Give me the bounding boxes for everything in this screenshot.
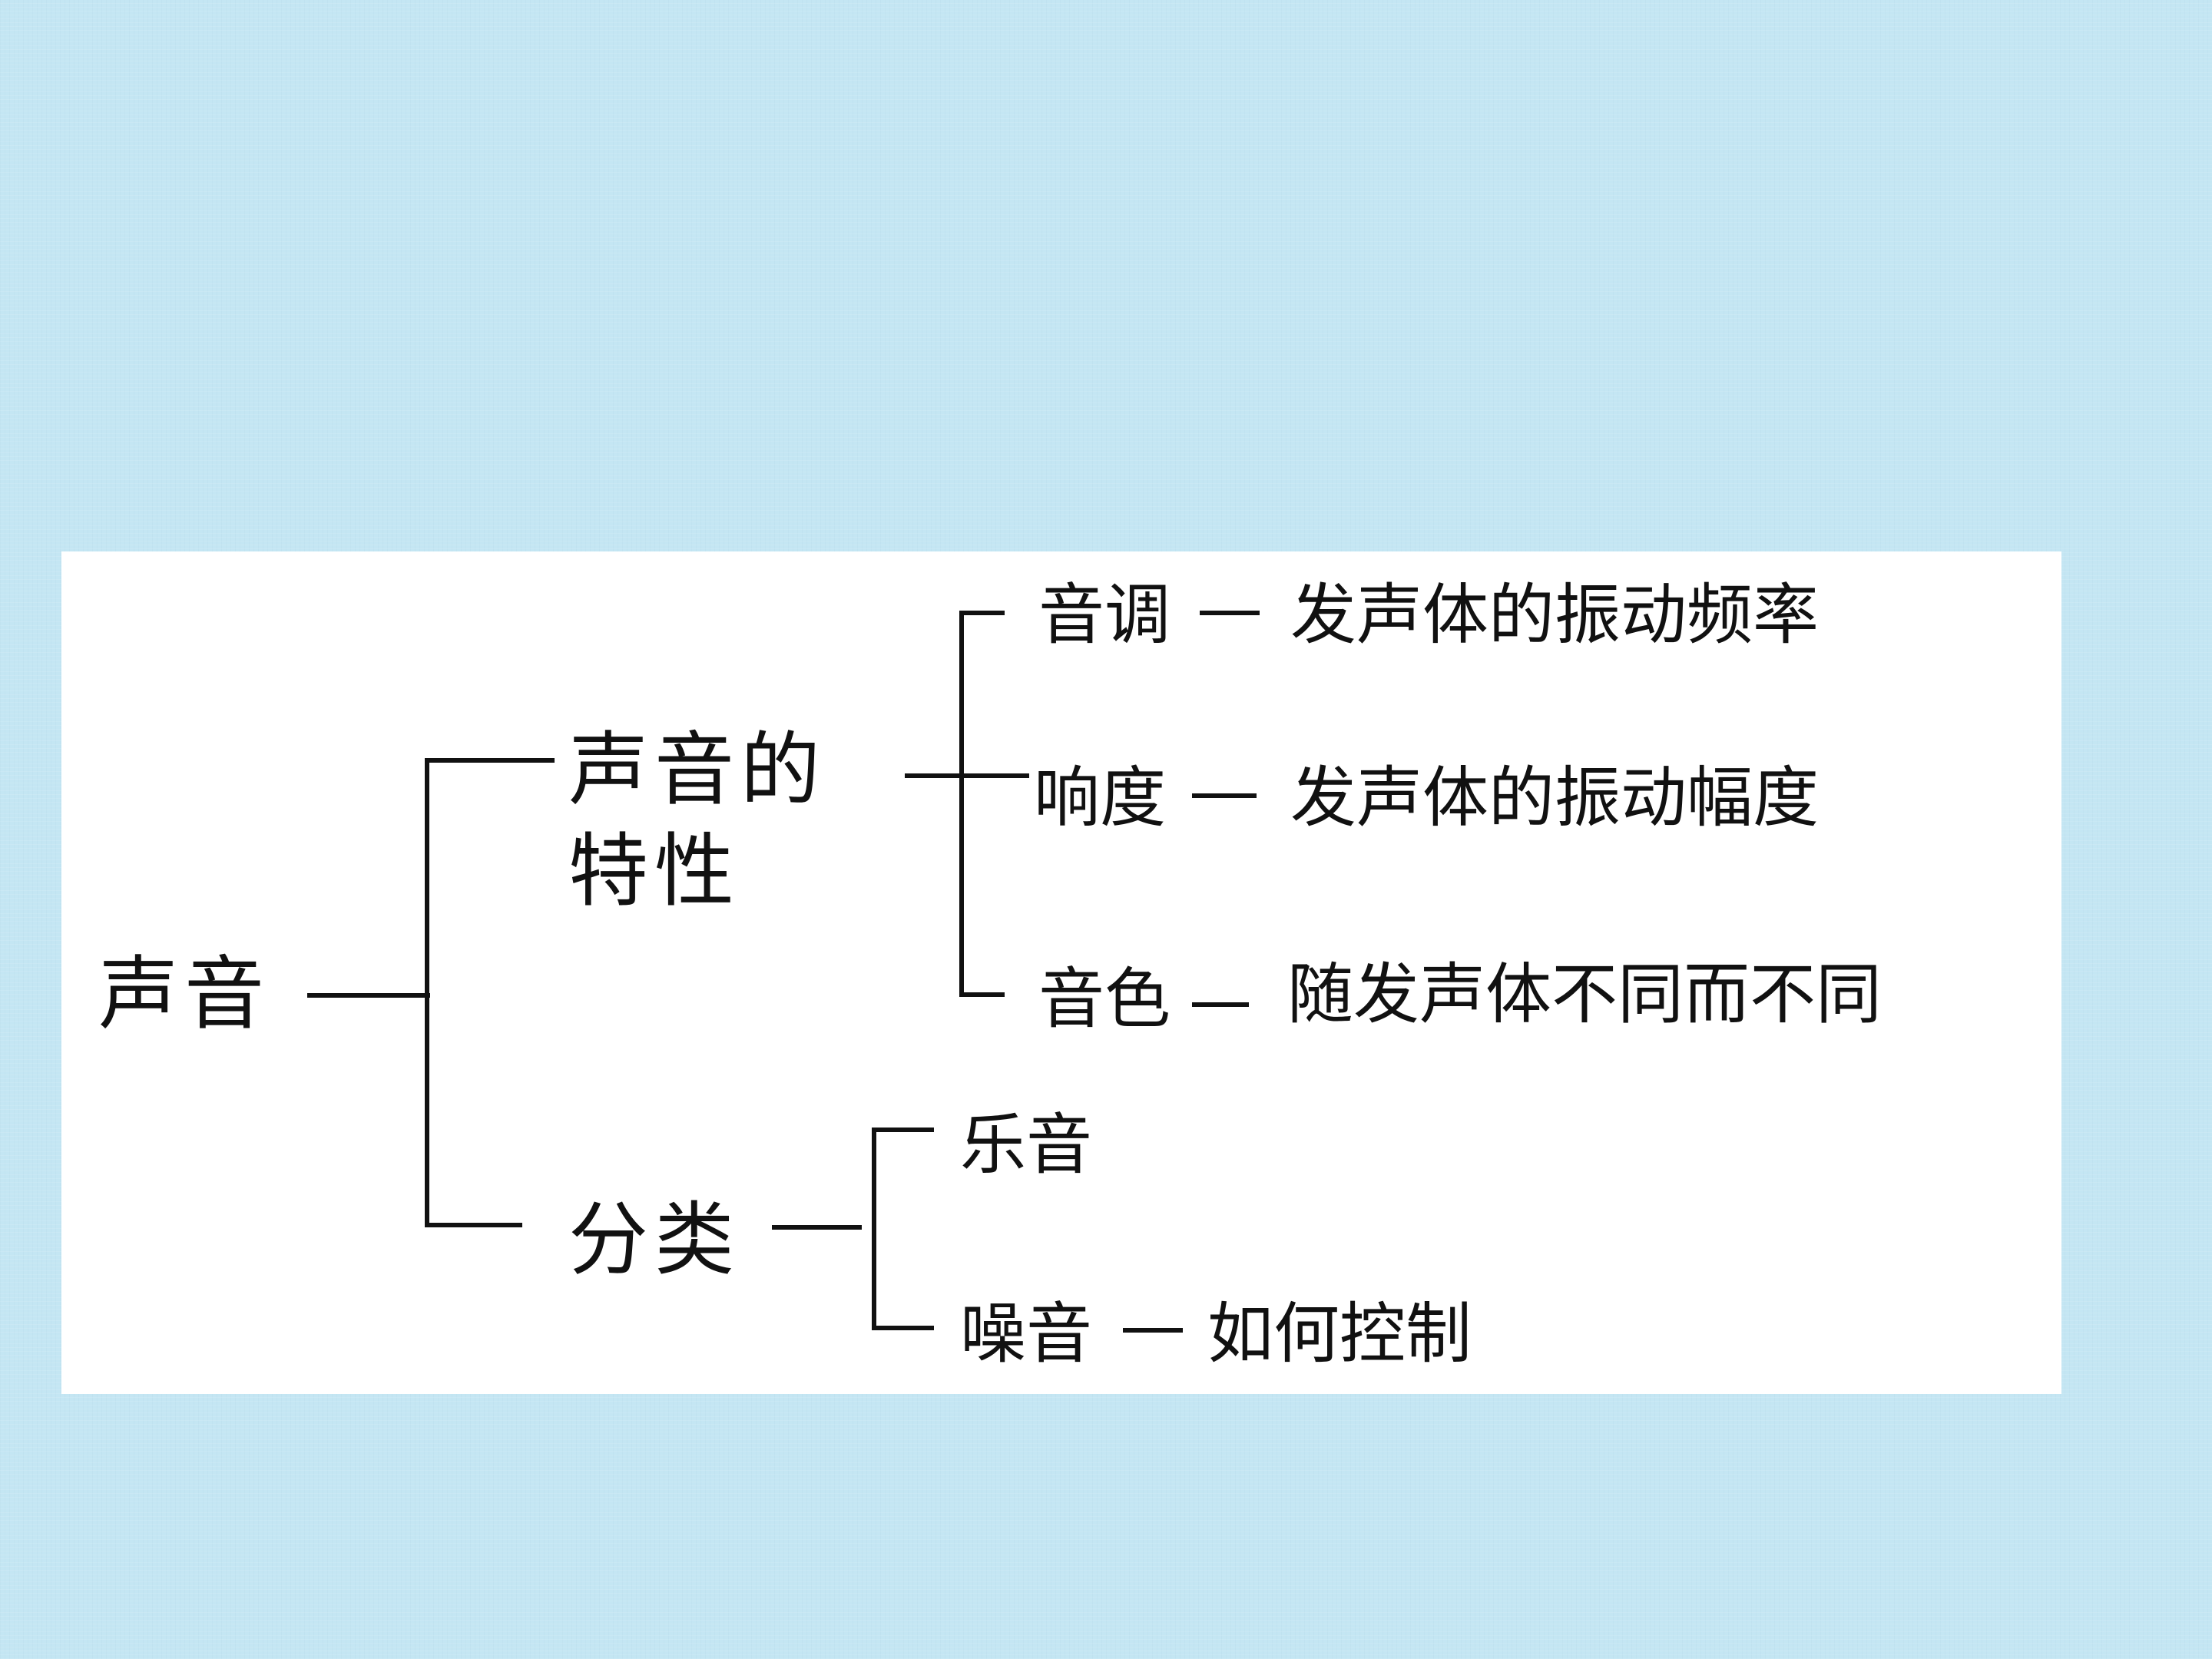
root-node-label: 声音 (98, 947, 271, 1041)
pitch-description: 发声体的振动频率 (1290, 577, 1819, 654)
loudness-description: 发声体的振动幅度 (1290, 760, 1819, 836)
noise-label: 噪音 (960, 1296, 1092, 1373)
pitch-label: 音调 (1038, 577, 1171, 654)
diagram-panel (61, 551, 2061, 1394)
branch-classification-label: 分类 (568, 1193, 741, 1286)
timbre-label: 音色 (1038, 961, 1171, 1038)
timbre-description: 随发声体不同而不同 (1287, 956, 1882, 1033)
loudness-label: 响度 (1034, 760, 1166, 836)
music-label: 乐音 (960, 1107, 1092, 1184)
branch-characteristics-label-line2: 特性 (568, 824, 741, 918)
noise-description: 如何控制 (1207, 1296, 1472, 1373)
branch-characteristics-label-line1: 声音的 (568, 723, 827, 816)
